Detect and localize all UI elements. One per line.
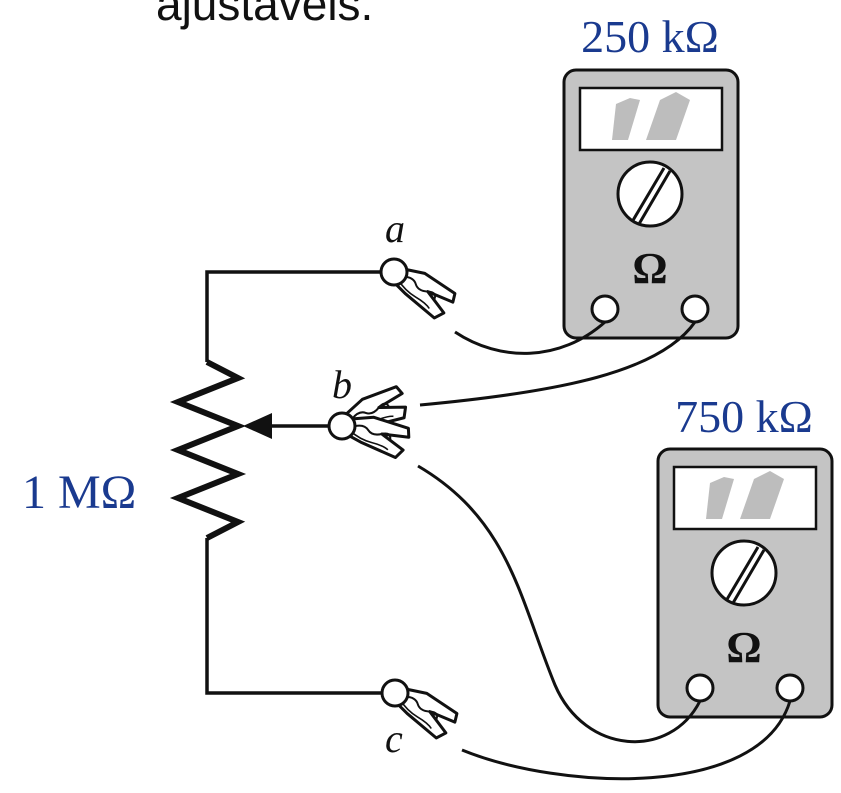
caption-fragment: ajustáveis. — [156, 0, 373, 30]
resistance-label: 1 MΩ — [22, 466, 136, 519]
meter-2-needle-icon — [706, 471, 784, 519]
meter-1-selector-knob-icon[interactable] — [616, 160, 684, 228]
meter-1-jack-right[interactable] — [680, 294, 710, 324]
wiper-arrow — [243, 413, 272, 439]
meter-1-ohm-symbol: Ω — [632, 244, 667, 293]
resistor-zigzag — [169, 359, 247, 541]
terminal-label-c: c — [385, 716, 403, 761]
ohmmeter-2: Ω — [656, 447, 834, 719]
lead-b-to-meter-2 — [417, 464, 702, 744]
meter-1-needle-icon — [612, 92, 690, 140]
meter-1-reading: 250 kΩ — [581, 11, 719, 62]
meter-2-selector-knob-icon[interactable] — [710, 539, 778, 607]
lead-b-to-meter-1 — [419, 321, 697, 407]
meter-2-reading: 750 kΩ — [675, 391, 813, 442]
meter-2-jack-right[interactable] — [775, 673, 805, 703]
wire-resistor-to-c — [205, 538, 393, 695]
wire-a-to-resistor — [205, 270, 392, 362]
meter-2-jack-left[interactable] — [685, 673, 715, 703]
terminal-a[interactable] — [379, 257, 409, 287]
terminal-b[interactable] — [327, 411, 357, 441]
ohmmeter-1: Ω — [562, 68, 740, 340]
terminal-label-a: a — [385, 206, 405, 251]
meter-1-jack-left[interactable] — [590, 294, 620, 324]
lead-c-to-meter-2 — [461, 700, 792, 781]
meter-2-ohm-symbol: Ω — [726, 623, 761, 672]
terminal-label-b: b — [332, 362, 352, 407]
potentiometer — [169, 270, 393, 695]
lead-a-to-meter-1 — [454, 320, 606, 355]
terminal-c[interactable] — [380, 678, 410, 708]
